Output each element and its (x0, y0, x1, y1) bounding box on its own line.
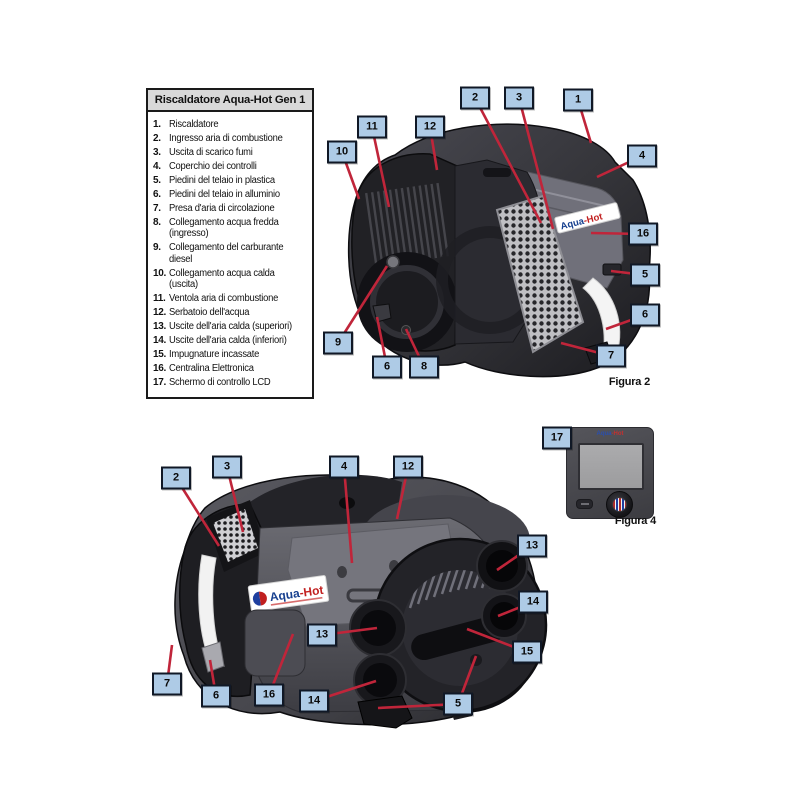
legend-item-number: 4. (153, 160, 161, 172)
panel-knob (606, 491, 633, 518)
legend-item-number: 14. (153, 334, 167, 346)
panel-knob-logo (612, 497, 627, 512)
legend-item-label: Riscaldatore (169, 119, 219, 130)
legend-item: 9. Collegamento del carburante diesel (153, 242, 309, 265)
pipe-bore (360, 610, 396, 646)
legend-item-number: 12. (153, 307, 167, 318)
legend-item-number: 11. (153, 293, 166, 305)
top-handle-slot (483, 168, 511, 177)
figure4-caption: Figura 4 (614, 515, 656, 527)
figure3-illustration: Aqua-Hot (174, 474, 548, 729)
pipe-bore (486, 550, 518, 582)
callout-1: 1 (563, 88, 593, 112)
legend-item-number: 6. (153, 188, 161, 200)
legend-item-label: Presa d'aria di circolazione (169, 202, 275, 214)
legend-title: Riscaldatore Aqua-Hot Gen 1 (148, 90, 312, 112)
legend-item: 16.Centralina Elettronica (153, 363, 309, 374)
legend-item: 4. Coperchio dei controlli (153, 161, 309, 172)
logo-hot-text: -Hot (611, 431, 624, 437)
callout-2: 2 (460, 86, 490, 110)
logo-mark-red (258, 591, 267, 606)
aqua-hot-logo: Aqua-Hot (554, 202, 621, 234)
aluminum-foot (201, 641, 225, 673)
legend-item: 2. Ingresso aria di combustione (153, 133, 309, 144)
legend-item-number: 10. (153, 267, 167, 279)
legend-item: 17.Schermo di controllo LCD (153, 377, 309, 388)
legend-item-number: 7. (153, 202, 161, 214)
lcd-screen (578, 443, 644, 490)
legend-item: 15.Impugnature incassate (153, 349, 309, 360)
logo-aqua-text: Aqua (596, 431, 612, 437)
legend-item: 11.Ventola aria di combustione (153, 293, 309, 304)
legend-item-label: Centralina Elettronica (169, 362, 254, 374)
logo-aqua-text: Aqua (269, 586, 301, 604)
legend-item-label: Ventola aria di combustione (169, 293, 279, 305)
figure2-caption: Figura 2 (608, 376, 650, 388)
legend-item-number: 5. (153, 174, 161, 186)
legend-item: 14.Uscite dell'aria calda (inferiori) (153, 335, 309, 346)
plastic-foot (357, 695, 413, 729)
legend-item-label: Uscite dell'aria calda (superiori) (169, 320, 292, 332)
legend-item: 8. Collegamento acqua fredda (ingresso) (153, 217, 309, 240)
legend-item-label: Collegamento acqua fredda (ingresso) (169, 216, 279, 240)
legend-item-label: Collegamento del carburante diesel (169, 242, 284, 265)
legend-item: 5. Piedini del telaio in plastica (153, 175, 309, 186)
legend-item-number: 1. (153, 119, 161, 130)
top-hole (339, 497, 355, 509)
panel-button (576, 499, 593, 509)
legend-item-label: Serbatoio dell'acqua (169, 307, 250, 318)
panel-logo: Aqua-Hot (567, 431, 653, 437)
legend-item: 13.Uscite dell'aria calda (superiori) (153, 321, 309, 332)
top-band (250, 474, 402, 530)
legend-item-label: Ingresso aria di combustione (169, 132, 283, 144)
legend-item-number: 2. (153, 132, 161, 144)
legend-item-number: 3. (153, 146, 161, 158)
logo-hot-text: -Hot (583, 211, 605, 226)
pipe-bore (363, 663, 397, 697)
figure4-panel: Aqua-Hot (566, 427, 654, 519)
logo-mark-blue (252, 591, 261, 606)
legend-item: 6. Piedini del telaio in alluminio (153, 189, 309, 200)
legend-item-label: Collegamento acqua calda (uscita) (169, 267, 275, 291)
callout-3: 3 (504, 86, 534, 110)
legend-item-label: Piedini del telaio in alluminio (169, 188, 280, 200)
handle-nub (470, 654, 482, 666)
legend-item-label: Piedini del telaio in plastica (169, 174, 275, 186)
legend-item: 7. Presa d'aria di circolazione (153, 203, 309, 214)
legend-item-label: Coperchio dei controlli (169, 160, 257, 172)
electronic-control-box (244, 609, 306, 677)
legend-item: 10.Collegamento acqua calda (uscita) (153, 268, 309, 291)
figure2-illustration: Aqua-Hot (347, 123, 651, 378)
recessed-handle (411, 615, 505, 661)
legend-item-number: 13. (153, 320, 167, 332)
svg-text:Aqua-Hot: Aqua-Hot (269, 583, 324, 604)
cover-screw-left (337, 566, 347, 578)
legend-item-label: Impugnature incassate (169, 348, 260, 360)
legend-item-number: 17. (153, 376, 167, 388)
legend-item: 3. Uscita di scarico fumi (153, 147, 309, 158)
legend-item-label: Schermo di controllo LCD (169, 376, 271, 388)
logo-underline (270, 596, 323, 606)
legend-item-number: 16. (153, 362, 167, 374)
cold-water-connection (401, 325, 411, 335)
honeycomb-grille (213, 509, 258, 562)
legend-item: 1. Riscaldatore (153, 119, 309, 130)
fuel-connection (386, 255, 400, 269)
pipe-bore (490, 602, 518, 630)
legend-item-label: Uscita di scarico fumi (169, 146, 253, 158)
legend-list: 1. Riscaldatore 2. Ingresso aria di combust… (148, 112, 312, 397)
aqua-hot-logo: Aqua-Hot (247, 575, 330, 613)
logo-hot-text: -Hot (299, 583, 325, 600)
legend-item-number: 15. (153, 348, 167, 360)
plastic-foot-right (602, 263, 622, 276)
legend-box: Riscaldatore Aqua-Hot Gen 1 1. Riscaldato… (146, 88, 314, 399)
legend-item-number: 9. (153, 242, 161, 254)
legend-item: 12.Serbatoio dell'acqua (153, 307, 309, 318)
legend-item-number: 8. (153, 216, 161, 228)
legend-item-label: Uscite dell'aria calda (inferiori) (169, 334, 287, 346)
